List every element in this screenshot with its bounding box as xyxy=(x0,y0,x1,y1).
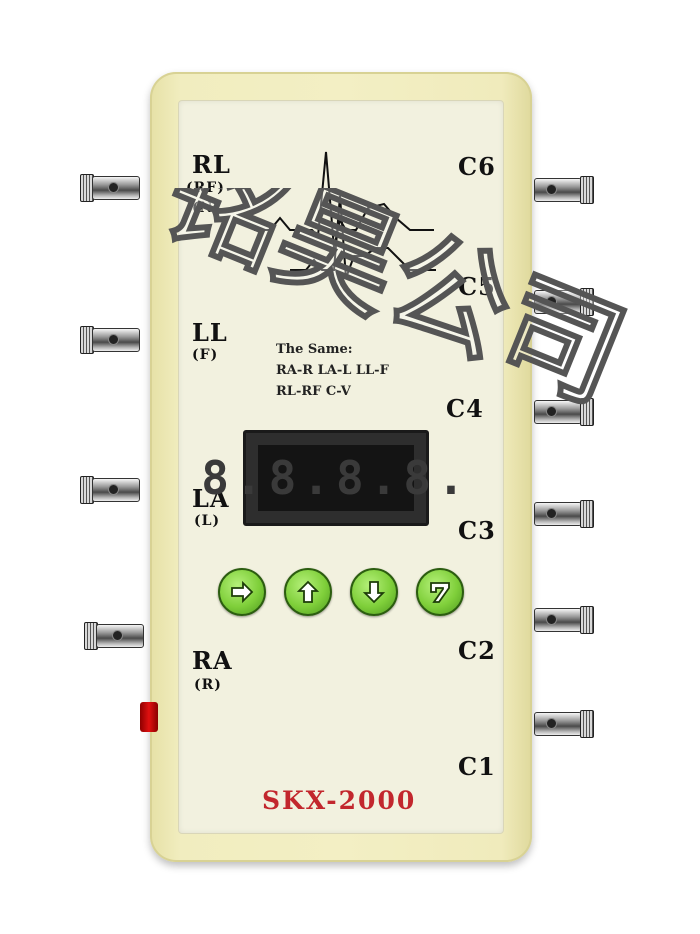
electrode-connector-c3[interactable] xyxy=(528,496,600,530)
connector-body xyxy=(534,400,582,424)
key-down-button[interactable] xyxy=(350,568,398,616)
label-la-l: (L) xyxy=(194,513,221,529)
electrode-connector-c2[interactable] xyxy=(528,602,600,636)
connector-body xyxy=(92,328,140,352)
connector-hole xyxy=(546,406,557,417)
key-up-button[interactable] xyxy=(284,568,332,616)
label-ll: LL xyxy=(192,318,228,347)
connector-hole xyxy=(108,484,119,495)
connector-hole xyxy=(546,296,557,307)
electrode-connector-la[interactable] xyxy=(78,472,150,506)
connector-body xyxy=(534,712,582,736)
electrode-connector-rl[interactable] xyxy=(78,170,150,204)
label-c1: C1 xyxy=(458,752,496,781)
note-line-2: RA-R LA-L LL-F xyxy=(276,363,389,378)
note-line-1: The Same: xyxy=(276,342,353,357)
label-c5: C5 xyxy=(458,272,496,301)
label-rl-n: (N) xyxy=(192,200,222,216)
led-display-window: 8.8.8.8. xyxy=(201,445,465,511)
connector-cap xyxy=(580,288,594,316)
connector-hole xyxy=(546,614,557,625)
electrode-connector-c6[interactable] xyxy=(528,172,600,206)
connector-cap xyxy=(580,606,594,634)
label-ra-r: (R) xyxy=(194,677,222,693)
connector-body xyxy=(534,502,582,526)
label-ll-f: (F) xyxy=(192,347,219,363)
electrode-connector-ll[interactable] xyxy=(78,322,150,356)
label-rl-rf: (RF) xyxy=(186,180,225,196)
label-c2: C2 xyxy=(458,636,496,665)
connector-hole xyxy=(546,718,557,729)
ecg-waveform-icon xyxy=(254,151,436,278)
note-line-3: RL-RF C-V xyxy=(276,384,351,399)
connector-hole xyxy=(546,508,557,519)
label-ra: RA xyxy=(192,646,233,675)
key-return-button[interactable] xyxy=(416,568,464,616)
label-rl: RL xyxy=(192,150,231,179)
connector-hole xyxy=(546,184,557,195)
led-display: 8.8.8.8. xyxy=(201,430,465,526)
electrode-connector-ra[interactable] xyxy=(82,618,154,652)
power-switch[interactable] xyxy=(140,702,158,732)
label-la: LA xyxy=(192,484,230,513)
connector-hole xyxy=(112,630,123,641)
connector-hole xyxy=(108,334,119,345)
connector-body xyxy=(534,608,582,632)
connector-body xyxy=(534,290,582,314)
label-c6: C6 xyxy=(458,152,496,181)
down-arrow-icon xyxy=(362,581,386,604)
model-label: SKX-2000 xyxy=(262,786,417,815)
connector-cap xyxy=(580,398,594,426)
connector-body xyxy=(534,178,582,202)
label-c4: C4 xyxy=(446,394,484,423)
led-display-value: 8.8.8.8. xyxy=(201,451,471,505)
label-c3: C3 xyxy=(458,516,496,545)
connector-hole xyxy=(108,182,119,193)
electrode-connector-c5[interactable] xyxy=(528,284,600,318)
connector-cap xyxy=(580,710,594,738)
key-next-button[interactable] xyxy=(218,568,266,616)
up-arrow-icon xyxy=(296,580,320,603)
electrode-connector-c4[interactable] xyxy=(528,394,600,428)
connector-cap xyxy=(580,176,594,204)
connector-cap xyxy=(580,500,594,528)
right-arrow-icon xyxy=(231,580,254,604)
return-icon xyxy=(430,582,450,603)
electrode-connector-c1[interactable] xyxy=(528,706,600,740)
